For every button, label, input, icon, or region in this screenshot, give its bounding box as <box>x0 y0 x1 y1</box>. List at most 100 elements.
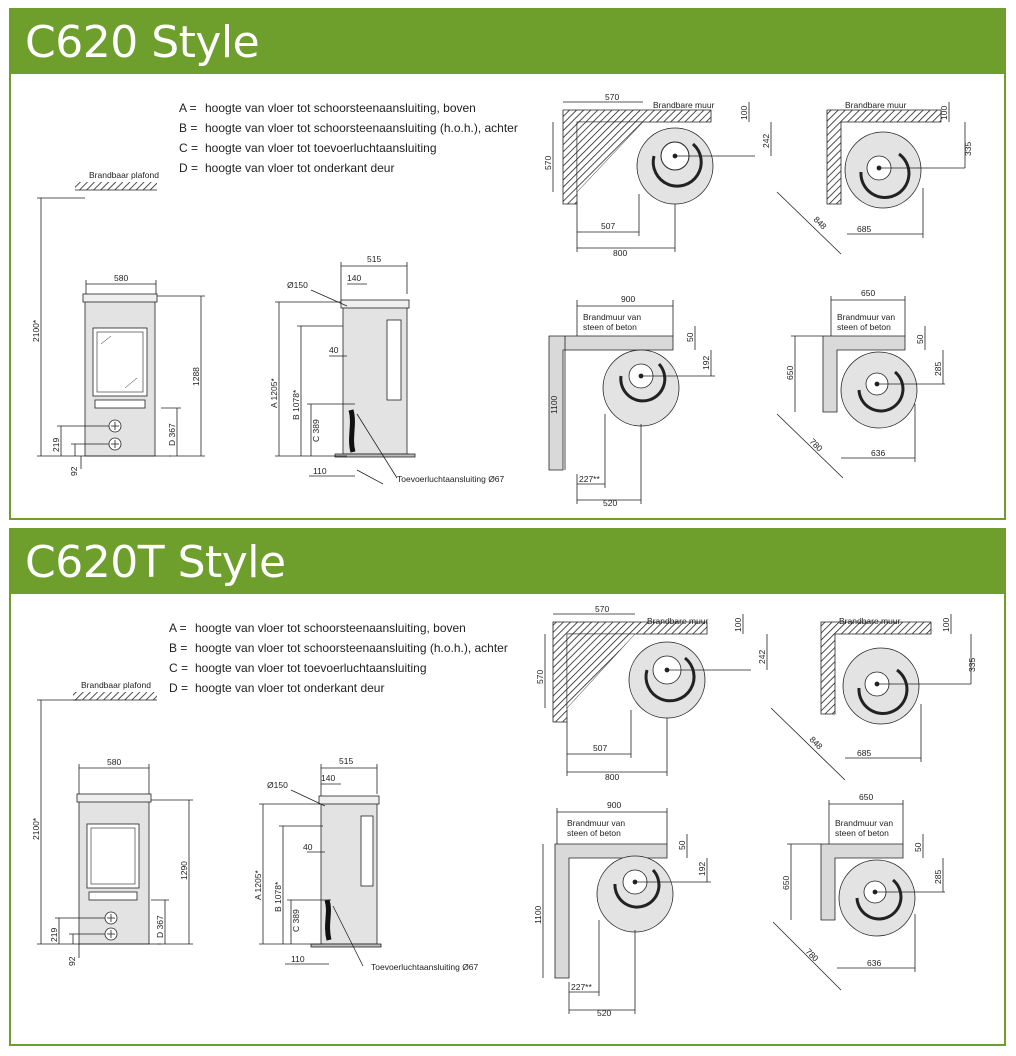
inner-dim: 507 <box>593 743 607 753</box>
left-dim: 650 <box>785 366 795 380</box>
diag-dim: 848 <box>812 214 829 231</box>
dim-c: C 389 <box>291 909 301 932</box>
flue-diameter: Ø150 <box>267 780 288 790</box>
outer-dim: 800 <box>613 248 627 258</box>
diag-dim: 780 <box>804 946 821 963</box>
front-width: 580 <box>107 757 121 767</box>
legend-text: hoogte van vloer tot toevoerluchtaanslui… <box>205 141 437 155</box>
back-dim: 50 <box>677 840 687 850</box>
top-dim: 900 <box>621 294 635 304</box>
front-dimensions: Brandbaar plafond 2100* 580 1290 D 367 2… <box>31 680 189 966</box>
clearance-diagonal-brick <box>776 296 945 479</box>
side-offset: 140 <box>347 273 361 283</box>
side-bottom: 110 <box>291 954 305 964</box>
back-dim: 100 <box>941 618 951 632</box>
front-height: 1288 <box>191 367 201 386</box>
top-dim: 900 <box>607 800 621 810</box>
width-dim: 636 <box>867 958 881 968</box>
flue-dim: 285 <box>933 362 943 376</box>
flue-dim: 242 <box>757 650 767 664</box>
legend-text: hoogte van vloer tot schoorsteenaansluit… <box>205 101 476 115</box>
flue-dim: 192 <box>701 356 711 370</box>
side-dimensions: 515 140 Ø150 40 A 1205* B 1078* C 389 11… <box>253 756 479 972</box>
air-height: 219 <box>49 928 59 942</box>
side-bottom: 110 <box>313 466 327 476</box>
model-header: C620 Style <box>11 10 1004 74</box>
back-dim: 100 <box>739 106 749 120</box>
ceiling-height: 2100* <box>31 319 41 342</box>
front-width: 580 <box>114 273 128 283</box>
dim-b: B 1078* <box>273 881 283 912</box>
air-inlet-label: Toevoerluchtaansluiting Ø67 <box>397 474 505 484</box>
flue-dim: 242 <box>761 134 771 148</box>
door-height: D 367 <box>167 423 177 446</box>
wall-label: Brandbare muur <box>653 100 715 110</box>
legend-key: A = <box>179 101 197 115</box>
side-view <box>259 764 382 967</box>
left-dim: 1100 <box>549 395 559 414</box>
wall-label-1: Brandmuur van <box>583 312 641 322</box>
top-dim: 570 <box>595 604 609 614</box>
legend-key: B = <box>169 641 187 655</box>
back-dim: 50 <box>915 334 925 344</box>
outer-dim: 800 <box>605 772 619 782</box>
legend-text: hoogte van vloer tot onderkant deur <box>205 161 394 175</box>
legend-text: hoogte van vloer tot schoorsteenaansluit… <box>195 641 508 655</box>
side-view <box>275 262 416 485</box>
side-depth: 515 <box>339 756 353 766</box>
wall-label-2: steen of beton <box>567 828 621 838</box>
model-panel-c620t: C620T Style A = hoogte van vloer tot sch… <box>9 528 1006 1046</box>
flue-dim: 192 <box>697 862 707 876</box>
clearance-corner-brick <box>542 808 711 1014</box>
flue-dim: 335 <box>963 142 973 156</box>
wall-label-2: steen of beton <box>837 322 891 332</box>
side-dimensions: 515 140 Ø150 40 A 1205* B 1078* C 389 11… <box>269 254 505 484</box>
clearance1-dimensions: Brandbare muur 570 570 100 242 507 800 <box>535 604 767 782</box>
side-40: 40 <box>329 345 339 355</box>
flue-dim: 335 <box>967 658 977 672</box>
dim-a: A 1205* <box>269 378 279 408</box>
clearance-diagonal-brick <box>772 800 945 991</box>
legend: A = hoogte van vloer tot schoorsteenaans… <box>169 621 508 695</box>
width-dim: 636 <box>871 448 885 458</box>
ceiling-label: Brandbaar plafond <box>81 680 151 690</box>
clearance-corner-combustible <box>544 613 768 776</box>
inner-dim: 507 <box>601 221 615 231</box>
width-dim: 685 <box>857 224 871 234</box>
legend-key: C = <box>179 141 198 155</box>
legend: A = hoogte van vloer tot schoorsteenaans… <box>179 101 518 175</box>
back-dim: 100 <box>939 106 949 120</box>
foot-height: 92 <box>67 956 77 966</box>
legend-key: B = <box>179 121 197 135</box>
dim-a: A 1205* <box>253 870 263 900</box>
foot-height: 92 <box>69 466 79 476</box>
back-dim: 100 <box>733 618 743 632</box>
model-panel-c620: C620 Style A = hoogte van vloer tot scho… <box>9 8 1006 520</box>
ceiling-height: 2100* <box>31 817 41 840</box>
left-dim: 650 <box>781 876 791 890</box>
wall-label-1: Brandmuur van <box>567 818 625 828</box>
front-view <box>37 692 193 958</box>
technical-drawings: A = hoogte van vloer tot schoorsteenaans… <box>31 92 973 508</box>
clearance-corner-brick <box>548 300 715 504</box>
clearance3-dimensions: 900 Brandmuur van steen of beton 1100 50… <box>533 800 707 1018</box>
model-header: C620T Style <box>11 530 1004 594</box>
diag-dim: 780 <box>808 436 825 453</box>
left-dim: 570 <box>535 670 545 684</box>
diag-dim: 848 <box>808 734 825 751</box>
back-dim: 50 <box>913 842 923 852</box>
legend-key: C = <box>169 661 188 675</box>
clearance3-dimensions: 900 Brandmuur van steen of beton 1100 50… <box>549 294 711 508</box>
front-height: 1290 <box>179 861 189 880</box>
wall-label: Brandbare muur <box>845 100 907 110</box>
wall-label: Brandbare muur <box>647 616 709 626</box>
model-title: C620 Style <box>25 17 260 68</box>
front-view <box>37 182 205 469</box>
air-inlet-label: Toevoerluchtaansluiting Ø67 <box>371 962 479 972</box>
outer-dim: 520 <box>603 498 617 508</box>
top-dim: 570 <box>605 92 619 102</box>
legend-key: D = <box>179 161 198 175</box>
wall-label-2: steen of beton <box>583 322 637 332</box>
flue-dim: 285 <box>933 870 943 884</box>
left-dim: 1100 <box>533 905 543 924</box>
